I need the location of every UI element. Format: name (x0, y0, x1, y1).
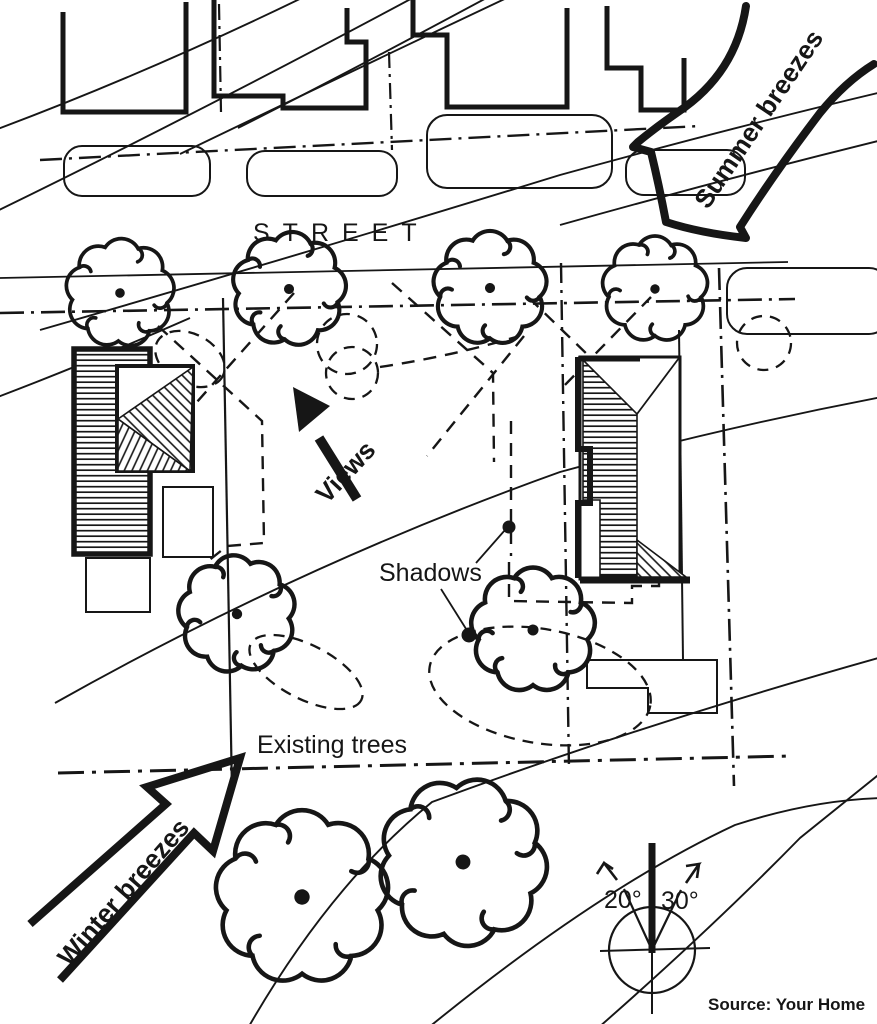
existing-trees-label: Existing trees (257, 731, 407, 759)
shadow-outlines (154, 312, 793, 747)
views-arrowhead (293, 387, 330, 432)
winter-breezes-arrow (27, 751, 246, 983)
summer-breezes-arrow (629, 2, 877, 242)
house-left (71, 346, 214, 613)
angle-30-label: 30° (661, 887, 699, 915)
shadow-point-dot (502, 520, 516, 534)
summer-breezes-label: Summer breezes (688, 24, 829, 213)
street-label: STREET (253, 219, 430, 247)
existing-trees-south (185, 746, 579, 1017)
shadows-label: Shadows (379, 559, 482, 587)
house-right (575, 355, 718, 714)
neighbour-driveways (63, 114, 877, 335)
shadow-point-dot (461, 627, 477, 643)
sun-angle-arrow-left (595, 860, 619, 881)
winter-breezes-label: Winter breezes (51, 813, 195, 972)
sun-angle-compass (595, 843, 711, 1014)
shadows-annotation (440, 520, 516, 643)
sun-angle-arrow-right (684, 862, 702, 884)
street-and-lot-lines (0, 3, 796, 793)
source-label: Source: Your Home (708, 995, 865, 1014)
neighbour-houses (60, 0, 687, 115)
angle-20-label: 20° (604, 886, 642, 914)
views-arrow (293, 387, 362, 502)
